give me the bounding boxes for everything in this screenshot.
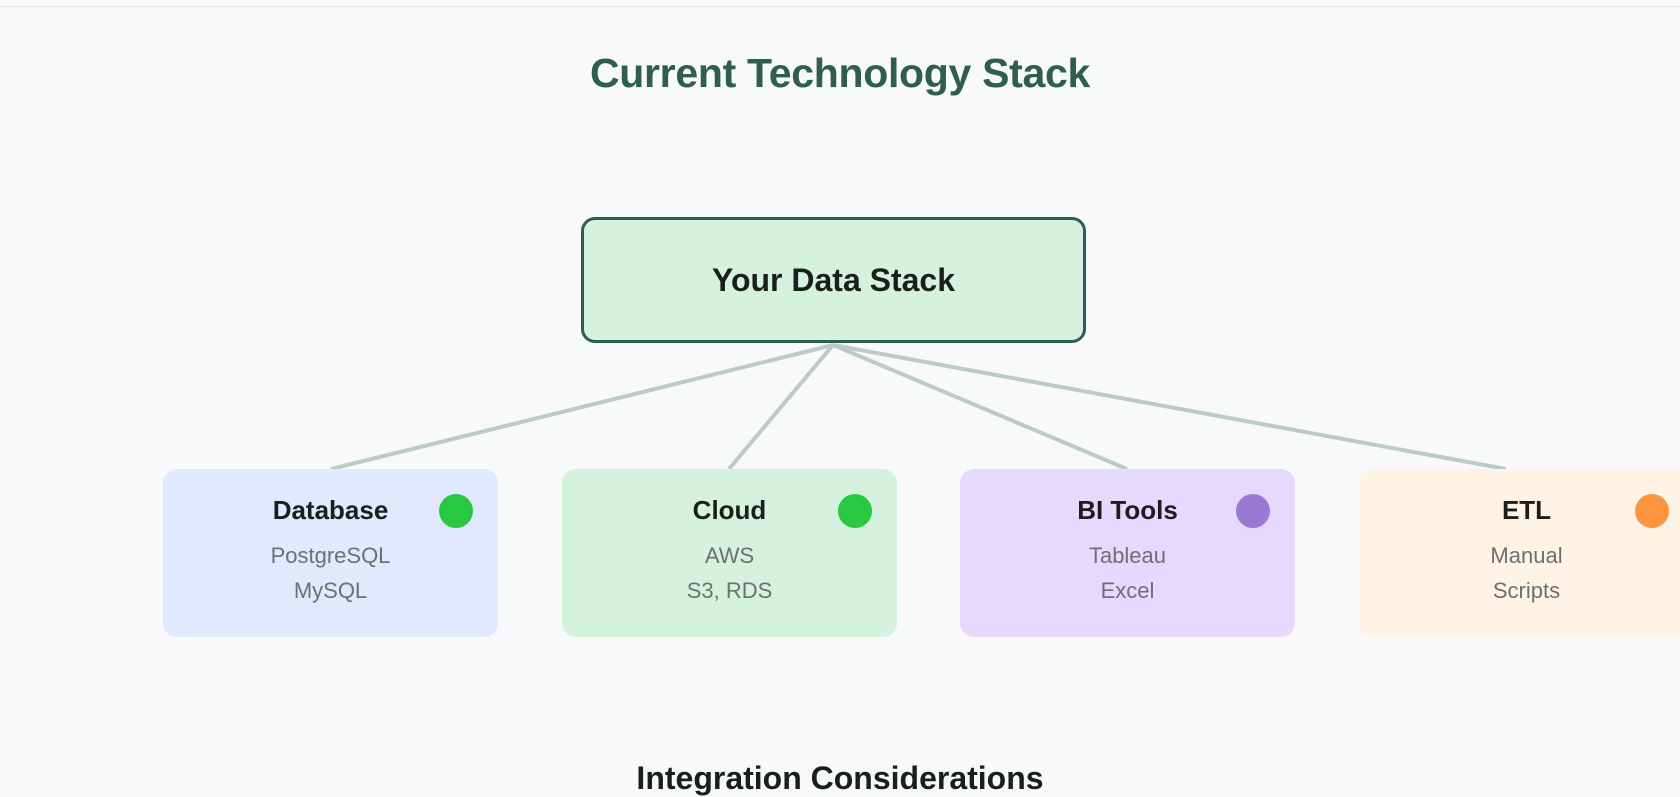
card-title: BI Tools [1077,495,1178,525]
top-divider [0,6,1680,7]
section-heading: Integration Considerations [636,760,1044,796]
component-card-database: Database PostgreSQL MySQL [163,469,498,637]
connector-etl [832,343,1507,471]
page-title: Current Technology Stack [589,50,1091,96]
connector-database [330,343,834,471]
component-card-etl: ETL Manual Scripts [1359,469,1680,637]
card-detail: S3, RDS [686,578,773,603]
card-detail: PostgreSQL [270,543,391,568]
connector-bi-tools [832,343,1128,471]
status-dot [439,494,473,528]
component-card-cloud: Cloud AWS S3, RDS [562,469,897,637]
card-detail: Manual [1490,543,1563,568]
card-detail: Scripts [1492,578,1561,603]
card-detail: AWS [704,543,755,568]
connector-lines [330,343,1507,471]
card-detail: MySQL [293,578,368,603]
card-title: ETL [1501,495,1552,525]
component-card-bi-tools: BI Tools Tableau Excel [960,469,1295,637]
card-title: Database [272,495,389,525]
card-detail: Excel [1100,578,1155,603]
status-dot [838,494,872,528]
root-label: Your Data Stack [711,261,956,298]
connector-cloud [727,343,835,471]
root-node: Your Data Stack [581,217,1086,343]
status-dot [1236,494,1270,528]
card-title: Cloud [692,495,767,525]
status-dot [1635,494,1669,528]
card-detail: Tableau [1088,543,1167,568]
